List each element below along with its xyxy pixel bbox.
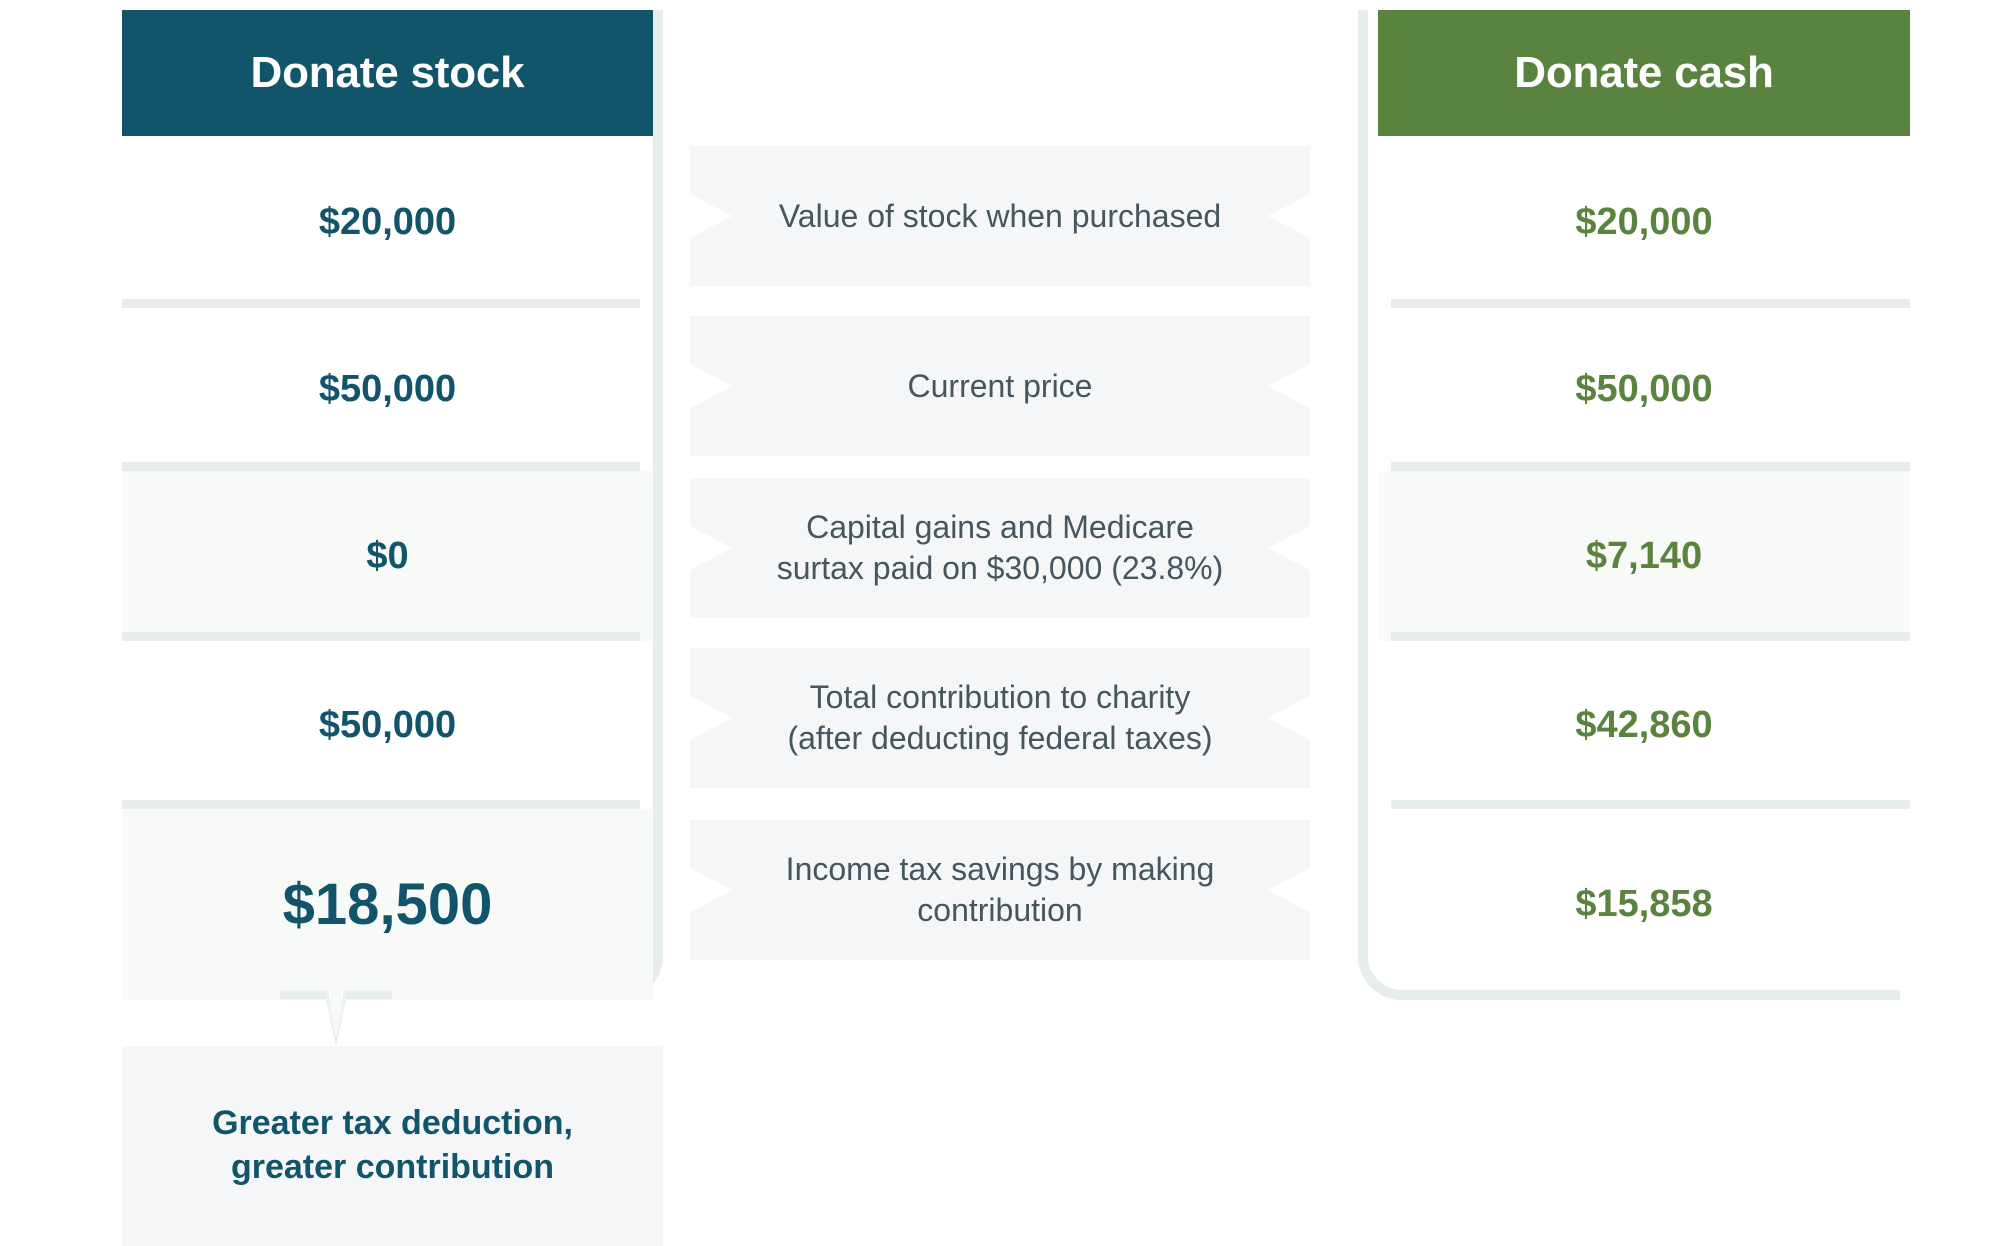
cash-value-1: $20,000 xyxy=(1575,200,1713,243)
metric-label-3-line-1: Capital gains and Medicare xyxy=(806,509,1194,546)
donate-cash-value-list: $20,000 $50,000 $7,140 $42,860 $15,858 xyxy=(1378,136,1910,1000)
metric-label-2: Current price xyxy=(690,316,1310,456)
metric-label-column: Value of stock when purchased Current pr… xyxy=(690,0,1310,1000)
metric-label-3-line-2: surtax paid on $30,000 (23.8%) xyxy=(776,550,1224,586)
callout-line-1: Greater tax deduction, xyxy=(212,1104,573,1143)
table-row: $20,000 xyxy=(1378,136,1910,308)
stock-value-5: $18,500 xyxy=(282,872,493,937)
table-row: $50,000 xyxy=(1378,308,1910,471)
donate-stock-card: Donate stock $20,000 $50,000 $0 $50,000 … xyxy=(122,10,663,1000)
stock-value-1: $20,000 xyxy=(318,200,457,243)
stock-value-4: $50,000 xyxy=(318,703,457,746)
donate-cash-card: Donate cash $20,000 $50,000 $7,140 $42,8… xyxy=(1358,10,1910,1000)
stock-value-2: $50,000 xyxy=(318,368,457,410)
metric-label-4-line-2: (after deducting federal taxes) xyxy=(787,720,1213,756)
callout-line-2: greater contribution xyxy=(230,1148,555,1186)
metric-label-3: Capital gains and Medicare surtax paid o… xyxy=(690,478,1310,618)
metric-label-4-line-1: Total contribution to charity xyxy=(809,679,1191,716)
table-row: $20,000 xyxy=(122,136,653,308)
table-row: $42,860 xyxy=(1378,641,1910,809)
donate-stock-value-list: $20,000 $50,000 $0 $50,000 $18,500 xyxy=(122,136,653,1000)
cash-value-3: $7,140 xyxy=(1585,534,1703,577)
metric-label-2-line-1: Current price xyxy=(907,367,1093,404)
row-divider xyxy=(1391,462,1910,471)
metric-label-1: Value of stock when purchased xyxy=(690,146,1310,286)
table-row: $50,000 xyxy=(122,308,653,471)
cash-value-5: $15,858 xyxy=(1575,883,1713,925)
row-divider xyxy=(122,462,640,471)
table-row: $0 xyxy=(122,471,653,641)
metric-label-5: Income tax savings by making contributio… xyxy=(690,820,1310,960)
row-divider xyxy=(1391,632,1910,641)
metric-label-5-line-2: contribution xyxy=(917,892,1083,928)
row-divider xyxy=(1391,800,1910,809)
row-divider xyxy=(122,299,640,308)
table-row: $18,500 xyxy=(122,809,653,1000)
metric-label-1-line-1: Value of stock when purchased xyxy=(778,197,1222,234)
cash-value-2: $50,000 xyxy=(1575,368,1713,410)
metric-label-5-line-1: Income tax savings by making xyxy=(785,851,1215,888)
row-divider xyxy=(122,632,640,641)
row-divider xyxy=(1391,299,1910,308)
greater-deduction-callout: Greater tax deduction, greater contribut… xyxy=(122,1046,663,1246)
stock-value-3: $0 xyxy=(366,534,409,577)
table-row: $15,858 xyxy=(1378,809,1910,1000)
metric-label-4: Total contribution to charity (after ded… xyxy=(690,648,1310,788)
cash-value-4: $42,860 xyxy=(1575,703,1713,746)
table-row: $50,000 xyxy=(122,641,653,809)
row-divider xyxy=(122,800,640,809)
donate-stock-header: Donate stock xyxy=(122,10,653,136)
table-row: $7,140 xyxy=(1378,471,1910,641)
donate-cash-header: Donate cash xyxy=(1378,10,1910,136)
